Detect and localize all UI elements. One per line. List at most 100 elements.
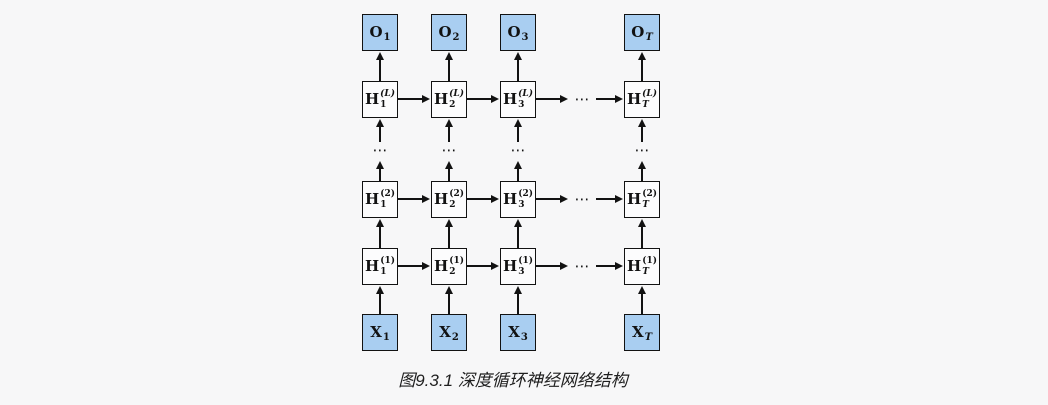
node-superscript: (1) (642, 255, 657, 266)
node-hidden-2-t1: H(2)1 (362, 181, 398, 218)
node-subscript: T (642, 199, 649, 210)
arrow-up (376, 219, 384, 248)
arrow-right (398, 262, 430, 270)
arrowhead-up-icon (514, 119, 522, 127)
arrowhead-right-icon (615, 95, 623, 103)
node-hidden-1-t1: H(1)1 (362, 248, 398, 285)
node-hidden-1-t2: H(1)2 (431, 248, 467, 285)
node-superscript: (1) (380, 255, 395, 266)
node-superscript: (2) (518, 188, 533, 199)
node-hidden-1-t3: H(1)3 (500, 248, 536, 285)
node-scripts: (2)3 (518, 188, 533, 210)
arrowhead-right-icon (491, 262, 499, 270)
arrow-up (514, 161, 522, 181)
node-base: H (627, 190, 642, 208)
arrowhead-up-icon (376, 52, 384, 60)
arrowhead-up-icon (514, 219, 522, 227)
node-scripts: (L)2 (449, 88, 465, 110)
arrow-right (398, 195, 430, 203)
figure-caption: 图9.3.1 深度循环神经网络结构 (398, 371, 628, 390)
arrow-shaft (398, 265, 424, 267)
arrow-up (638, 219, 646, 248)
arrow-shaft (467, 98, 493, 100)
node-base: H (503, 257, 518, 275)
ellipsis-time-steps: ⋯ (574, 90, 590, 108)
arrow-shaft (448, 225, 450, 248)
arrow-shaft (379, 167, 381, 181)
arrow-shaft (398, 198, 424, 200)
arrowhead-right-icon (615, 262, 623, 270)
node-scripts: (2)2 (449, 188, 464, 210)
arrowhead-right-icon (560, 195, 568, 203)
node-hidden-1-tT: H(1)T (624, 248, 660, 285)
arrow-shaft (596, 198, 617, 200)
node-base: H (626, 90, 642, 108)
node-base: O (631, 23, 645, 41)
arrow-right (467, 262, 499, 270)
arrow-shaft (448, 58, 450, 81)
arrow-shaft (467, 198, 493, 200)
node-superscript: (2) (449, 188, 464, 199)
node-subscript: 1 (380, 266, 387, 277)
node-superscript: (1) (518, 255, 533, 266)
arrow-shaft (641, 225, 643, 248)
arrow-shaft (596, 265, 617, 267)
node-subscript: 3 (520, 331, 528, 343)
arrow-right (536, 195, 568, 203)
node-subscript: T (645, 31, 653, 43)
arrow-right (536, 95, 568, 103)
arrowhead-right-icon (560, 95, 568, 103)
node-scripts: (1)2 (449, 256, 464, 277)
arrow-right (596, 95, 623, 103)
node-base: O (438, 23, 452, 41)
node-base: H (365, 257, 380, 275)
node-scripts: (1)1 (380, 255, 395, 277)
arrow-shaft (517, 167, 519, 181)
arrowhead-right-icon (422, 262, 430, 270)
node-subscript: 1 (382, 331, 390, 343)
arrow-up (638, 52, 646, 81)
arrowhead-right-icon (491, 195, 499, 203)
arrow-up (514, 286, 522, 314)
node-scripts: (L)1 (380, 88, 396, 110)
node-superscript: (L) (449, 88, 465, 99)
node-base: H (364, 90, 380, 108)
node-base: H (433, 90, 449, 108)
arrow-up (376, 161, 384, 181)
arrow-shaft (398, 98, 424, 100)
arrow-up (376, 119, 384, 142)
node-scripts: (2)T (642, 188, 657, 210)
arrow-right (467, 95, 499, 103)
arrow-shaft (596, 98, 617, 100)
ellipsis-time-steps: ⋯ (574, 257, 590, 275)
node-subscript: 3 (518, 266, 525, 277)
arrow-shaft (448, 125, 450, 142)
arrow-shaft (536, 198, 562, 200)
arrow-shaft (517, 125, 519, 142)
node-hidden-L-t3: H(L)3 (500, 81, 536, 118)
arrow-right (596, 195, 623, 203)
arrow-up (445, 119, 453, 142)
node-base: H (434, 257, 449, 275)
node-subscript: 2 (449, 199, 456, 210)
node-base: O (507, 23, 521, 41)
arrowhead-up-icon (638, 119, 646, 127)
node-superscript: (L) (380, 88, 396, 99)
arrowhead-up-icon (445, 219, 453, 227)
arrow-right (536, 262, 568, 270)
node-base: H (502, 90, 518, 108)
arrow-up (376, 52, 384, 81)
node-hidden-2-t3: H(2)3 (500, 181, 536, 218)
arrowhead-up-icon (638, 286, 646, 294)
node-subscript: 2 (449, 99, 456, 110)
node-superscript: (2) (642, 188, 657, 199)
node-subscript: T (642, 99, 649, 110)
arrow-shaft (517, 225, 519, 248)
